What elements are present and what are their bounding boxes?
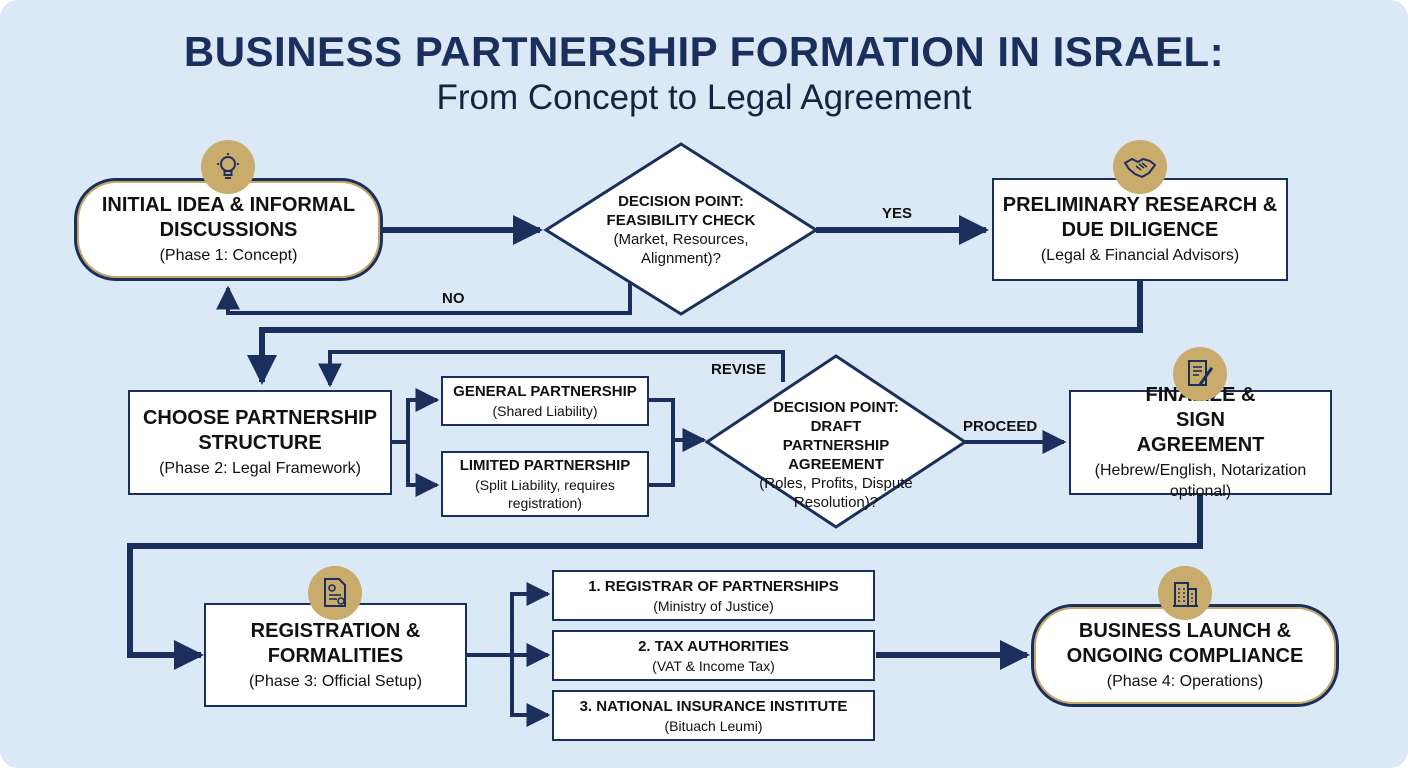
node-finalize: FINALIZE & SIGN AGREEMENT (Hebrew/Englis… (1069, 384, 1332, 500)
document-pen-icon (1173, 347, 1227, 401)
node-tax-subtitle: (VAT & Income Tax) (652, 657, 775, 674)
office-building-icon (1158, 566, 1212, 620)
edge-label-proceed: PROCEED (963, 418, 1038, 435)
feasibility-text: DECISION POINT: FEASIBILITY CHECK (Marke… (581, 192, 781, 268)
node-registration-subtitle: (Phase 3: Official Setup) (248, 672, 423, 690)
arrow-to-registrar (467, 582, 551, 657)
edge-label-yes: YES (882, 205, 913, 222)
node-structure: CHOOSE PARTNERSHIP STRUCTURE (Phase 2: L… (128, 390, 392, 495)
arrow-to-insurance (510, 655, 551, 727)
node-initial-idea-title: INITIAL IDEA & INFORMAL DISCUSSIONS (101, 194, 356, 241)
node-launch-title: BUSINESS LAUNCH & ONGOING COMPLIANCE (1066, 620, 1304, 667)
node-launch: BUSINESS LAUNCH & ONGOING COMPLIANCE (Ph… (1031, 604, 1339, 707)
edge-label-revise: REVISE (711, 361, 767, 378)
arrow-no-loop (216, 283, 632, 315)
node-structure-title: CHOOSE PARTNERSHIP STRUCTURE (142, 407, 378, 454)
node-general-title: GENERAL PARTNERSHIP (453, 383, 637, 400)
arrow-research-to-structure (247, 281, 1143, 385)
arrow-revise-loop (318, 350, 785, 388)
node-research: PRELIMINARY RESEARCH & DUE DILIGENCE (Le… (992, 178, 1288, 281)
node-launch-subtitle: (Phase 4: Operations) (1106, 673, 1264, 690)
node-insurance-subtitle: (Bituach Leumi) (664, 717, 763, 734)
node-structure-subtitle: (Phase 2: Legal Framework) (159, 460, 361, 477)
node-initial-idea-subtitle: (Phase 1: Concept) (159, 247, 298, 264)
node-general-subtitle: (Shared Liability) (492, 403, 598, 419)
node-registration-title: REGISTRATION & FORMALITIES (250, 619, 421, 667)
draft-text: DECISION POINT: DRAFT PARTNERSHIP AGREEM… (756, 398, 916, 512)
page-subtitle: From Concept to Legal Agreement (436, 78, 972, 117)
edge-label-no: NO (442, 290, 465, 307)
node-finalize-subtitle: (Hebrew/English, Notarization optional) (1094, 462, 1307, 500)
feasibility-subtitle: (Market, Resources, Alignment)? (613, 231, 749, 267)
node-limited-title: LIMITED PARTNERSHIP (459, 457, 631, 474)
node-research-subtitle: (Legal & Financial Advisors) (1040, 247, 1240, 264)
arrow-to-general (392, 388, 440, 444)
connector-merge (649, 398, 675, 487)
node-general-partnership: GENERAL PARTNERSHIP (Shared Liability) (441, 376, 649, 426)
draft-title: DECISION POINT: DRAFT PARTNERSHIP AGREEM… (773, 399, 899, 473)
feasibility-diamond (543, 142, 819, 316)
node-limited-subtitle: (Split Liability, requires registration) (475, 477, 615, 511)
node-registrar-subtitle: (Ministry of Justice) (653, 597, 774, 614)
registration-form-icon (308, 566, 362, 620)
draft-diamond (704, 354, 968, 529)
page-title: BUSINESS PARTNERSHIP FORMATION IN ISRAEL… (183, 28, 1225, 75)
node-insurance: 3. NATIONAL INSURANCE INSTITUTE (Bituach… (552, 690, 875, 741)
node-registration: REGISTRATION & FORMALITIES (Phase 3: Off… (204, 603, 467, 707)
arrow-to-limited (406, 442, 440, 497)
node-registrar: 1. REGISTRAR OF PARTNERSHIPS (Ministry o… (552, 570, 875, 621)
node-limited-partnership: LIMITED PARTNERSHIP (Split Liability, re… (441, 451, 649, 517)
node-tax: 2. TAX AUTHORITIES (VAT & Income Tax) (552, 630, 875, 681)
node-initial-idea: INITIAL IDEA & INFORMAL DISCUSSIONS (Pha… (74, 178, 383, 281)
node-registrar-title: 1. REGISTRAR OF PARTNERSHIPS (588, 577, 839, 595)
node-insurance-title: 3. NATIONAL INSURANCE INSTITUTE (579, 697, 848, 715)
feasibility-title: DECISION POINT: FEASIBILITY CHECK (606, 193, 756, 229)
handshake-icon (1113, 140, 1167, 194)
node-research-title: PRELIMINARY RESEARCH & DUE DILIGENCE (1002, 194, 1278, 241)
node-tax-title: 2. TAX AUTHORITIES (638, 637, 789, 655)
draft-subtitle: (Roles, Profits, Dispute Resolution)? (759, 475, 913, 511)
arrow-finalize-to-registration (127, 495, 1203, 670)
lightbulb-icon (201, 140, 255, 194)
